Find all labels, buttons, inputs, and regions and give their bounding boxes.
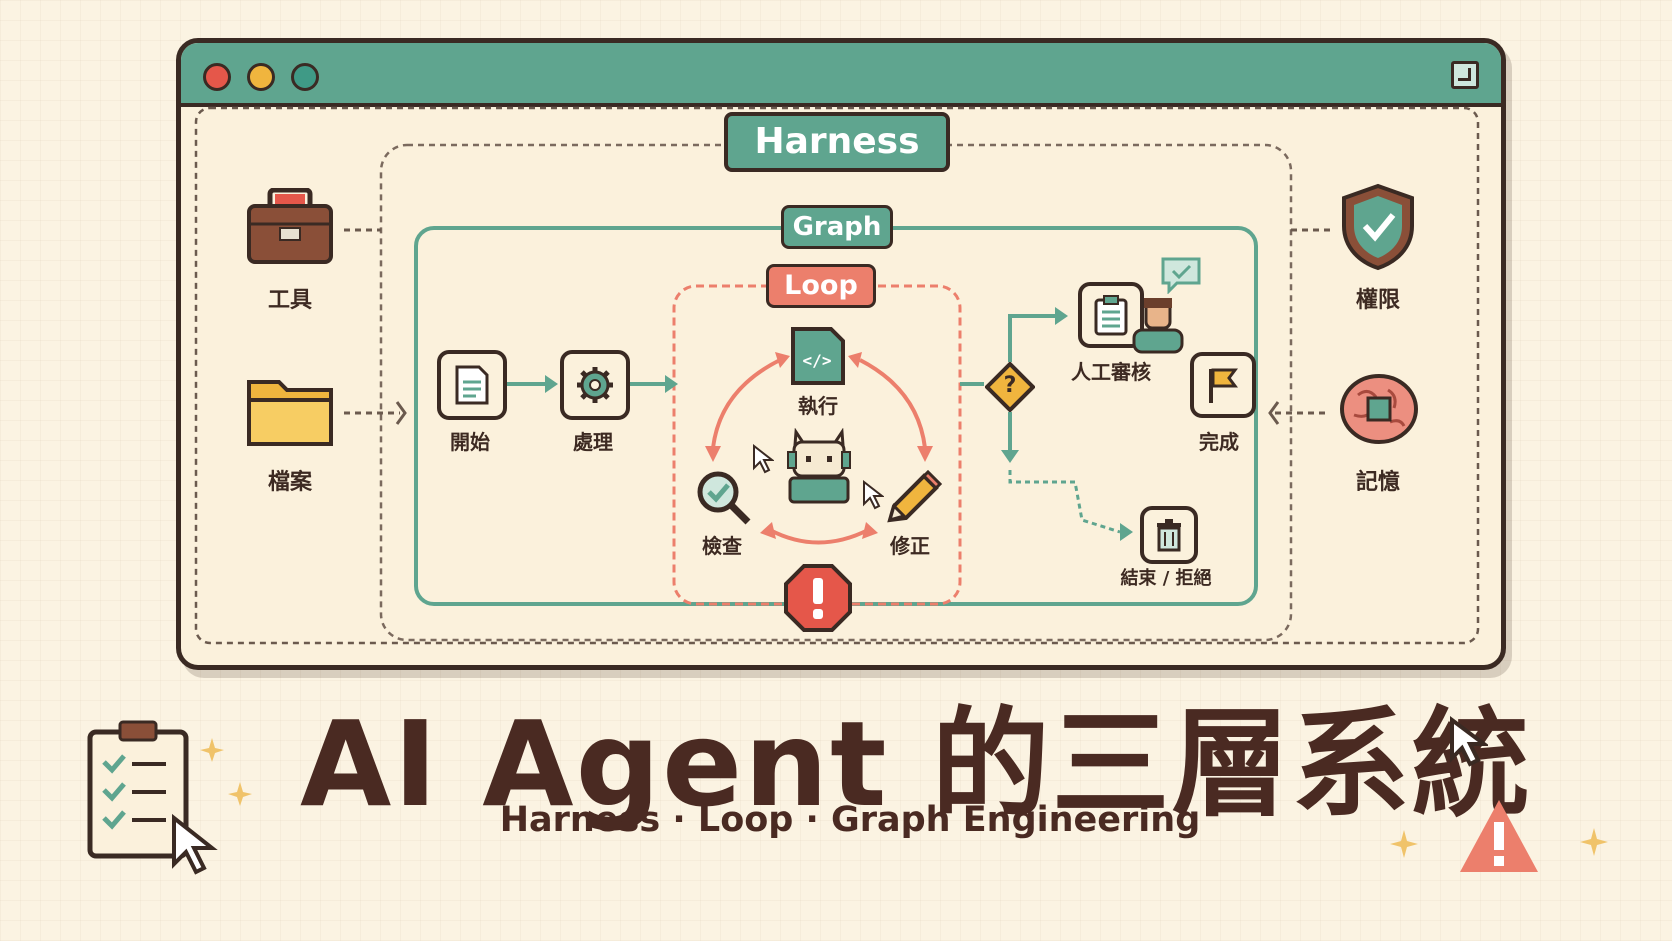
graph-layer-label: Graph: [781, 205, 893, 249]
sparkle-icon: [200, 738, 252, 806]
shield-icon: [1342, 183, 1414, 271]
toolbox-icon: [247, 188, 333, 264]
cursor-icon-large: [1450, 716, 1488, 767]
gear-icon: [577, 367, 613, 403]
decision-node[interactable]: ?: [984, 361, 1036, 413]
done-node[interactable]: [1190, 352, 1256, 418]
main-title: AI Agent 的三層系統: [300, 695, 1532, 833]
warning-icon: [1460, 800, 1538, 872]
close-dot-icon[interactable]: [203, 63, 231, 91]
brain-chip-icon: [1340, 374, 1418, 444]
execute-label: 執行: [798, 394, 838, 418]
pencil-icon[interactable]: [882, 468, 942, 528]
human-review-label: 人工審核: [1071, 360, 1151, 384]
sparkle-icon-3: [1580, 828, 1608, 856]
clipboard-icon: [1094, 295, 1128, 336]
loop-layer-label: Loop: [766, 264, 876, 308]
files-label: 檔案: [267, 470, 312, 495]
code-file-icon[interactable]: </>: [790, 326, 846, 386]
document-icon: [455, 365, 489, 405]
done-label: 完成: [1199, 430, 1239, 454]
clipboard-checklist-icon: [87, 720, 218, 875]
maximize-dot-icon[interactable]: [291, 63, 319, 91]
harness-layer-label: Harness: [724, 112, 950, 172]
window-titlebar: [181, 43, 1501, 107]
memory-label: 記憶: [1355, 470, 1400, 495]
start-node[interactable]: [437, 350, 507, 420]
start-label: 開始: [450, 430, 490, 454]
process-label: 處理: [573, 430, 613, 454]
end-reject-label: 結束 / 拒絕: [1120, 568, 1212, 589]
fix-label: 修正: [890, 534, 930, 558]
trash-icon: [1157, 519, 1181, 552]
folder-icon: [247, 380, 333, 446]
svg-text:</>: </>: [803, 351, 832, 370]
window-restore-icon[interactable]: [1451, 61, 1479, 89]
chat-check-icon: [1161, 257, 1201, 294]
end-reject-node[interactable]: [1140, 506, 1198, 564]
cursor-icon-2: [863, 480, 884, 510]
robot-agent-icon: [787, 428, 851, 504]
magnifier-check-icon[interactable]: [694, 468, 754, 528]
person-icon: [1132, 298, 1184, 354]
decision-mark: ?: [1003, 373, 1017, 398]
check-label: 檢查: [702, 534, 742, 558]
permissions-label: 權限: [1355, 288, 1400, 313]
sparkle-icon-2: [1390, 830, 1418, 858]
process-node[interactable]: [560, 350, 630, 420]
subtitle: Harness · Loop · Graph Engineering: [499, 800, 1201, 840]
tools-label: 工具: [267, 288, 312, 313]
cursor-icon: [753, 444, 774, 474]
flag-icon: [1209, 368, 1238, 403]
error-stop-icon: [784, 564, 852, 632]
decision-diamond-icon: [984, 361, 1036, 413]
minimize-dot-icon[interactable]: [247, 63, 275, 91]
